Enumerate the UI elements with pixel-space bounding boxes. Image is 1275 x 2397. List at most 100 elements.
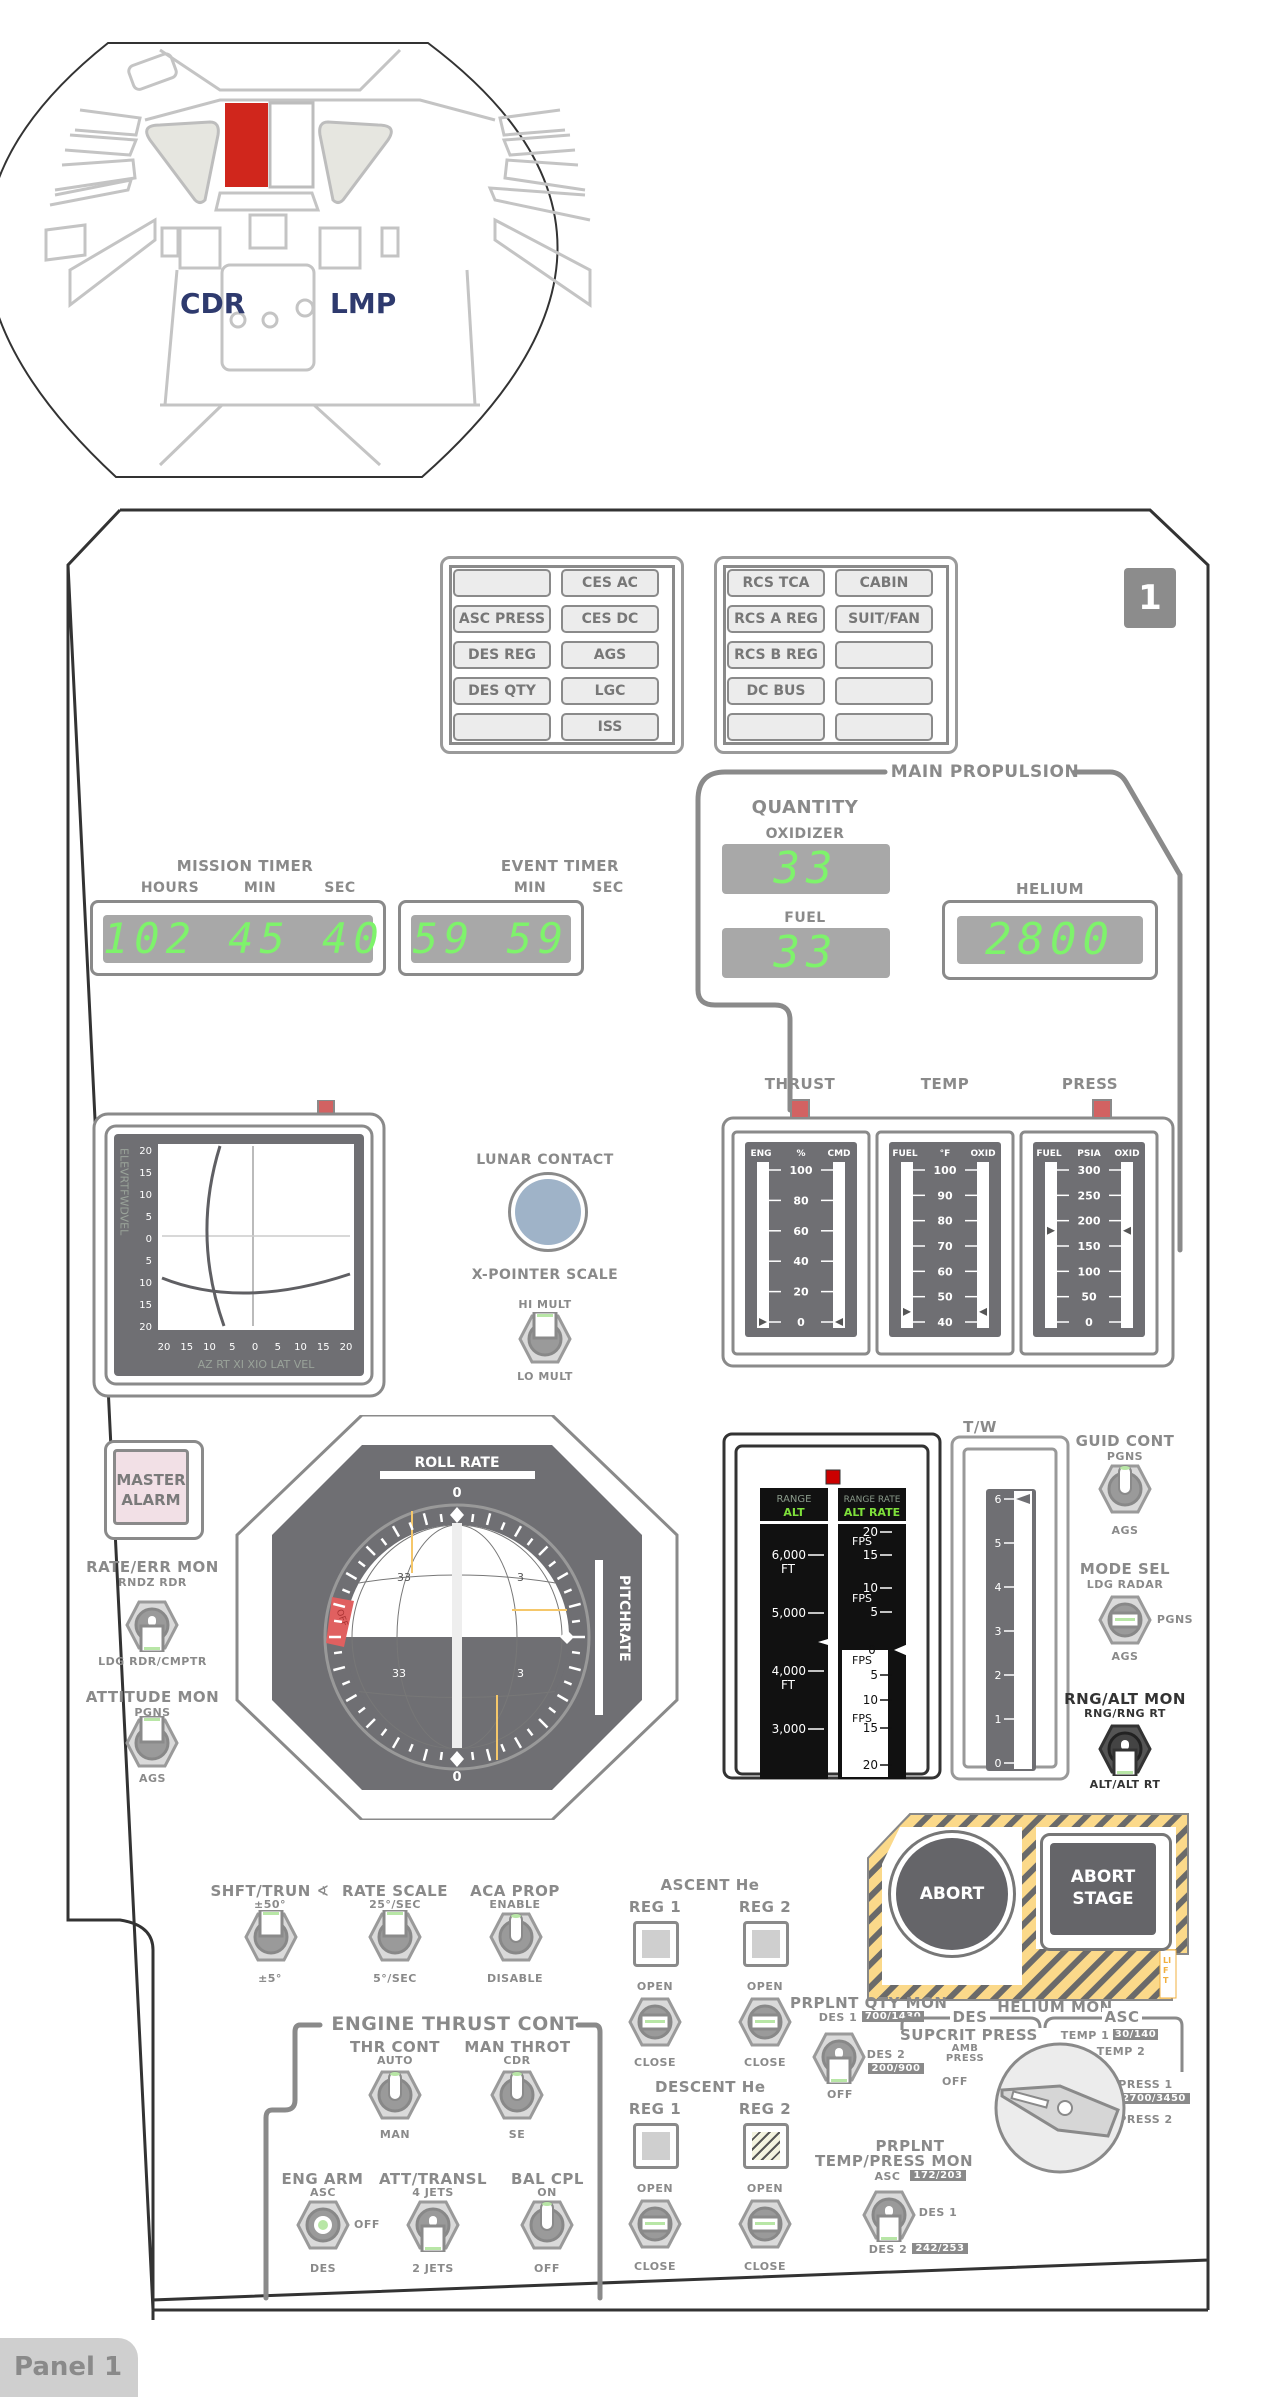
press-gauge-tick-label: 250 (1078, 1189, 1101, 1202)
alt-unit: FT (781, 1562, 796, 1576)
prplnt-temp-press-asc-value: 172/203 (910, 2170, 966, 2181)
helium-mon-amb: AMB PRESS (945, 2043, 985, 2064)
rng-alt-mon-toggle[interactable] (1098, 1722, 1152, 1778)
thr-cont-label: THR CONT (349, 2038, 441, 2056)
x-pointer-y-tick: 10 (139, 1190, 152, 1201)
temp-gauge-tick-label: 60 (937, 1265, 953, 1278)
bal-cpl-bottom: OFF (534, 2262, 560, 2275)
fdai-roll-tick (485, 1748, 492, 1761)
mission-timer-title: MISSION TIMER (176, 857, 314, 875)
x-pointer-x-tick: 0 (252, 1342, 258, 1353)
thrust-gauge-tick-label: 80 (793, 1194, 809, 1207)
press-gauge-oxid-value-pointer (1123, 1226, 1131, 1235)
ascent-he-reg1-switch[interactable] (628, 1995, 682, 2049)
x-pointer-x-tick: 15 (180, 1342, 193, 1353)
shft-trun-toggle[interactable] (244, 1908, 298, 1964)
prplnt-temp-press-des1: DES 1 (918, 2206, 958, 2219)
tw-tick-label: 4 (995, 1581, 1002, 1594)
quantity-label: QUANTITY (751, 797, 859, 818)
master-alarm-line2: ALARM (121, 1491, 181, 1509)
yaw-rate-label: YAW RATE (417, 1803, 497, 1819)
thrust-warning-light (790, 1099, 810, 1119)
alt-tick-label: 5,000 (772, 1606, 806, 1620)
abort-button[interactable]: ABORT (888, 1830, 1016, 1958)
abort-label: ABORT (896, 1838, 1008, 1950)
shft-trun-top: ±50° (253, 1898, 287, 1911)
rate-err-mon-toggle[interactable] (125, 1598, 179, 1654)
panel-tab[interactable]: Panel 1 (0, 2338, 138, 2397)
prplnt-temp-press-toggle[interactable] (862, 2188, 916, 2244)
press-gauge-tick-label: 0 (1085, 1316, 1093, 1329)
cw-lamp-dc-bus: DC BUS (727, 677, 825, 705)
press-gauge-left-label: FUEL (1036, 1149, 1062, 1159)
att-transl-toggle[interactable] (406, 2198, 460, 2254)
guid-cont-label: GUID CONT (1075, 1432, 1175, 1450)
bal-cpl-toggle[interactable] (520, 2198, 574, 2252)
prplnt-qty-mon-toggle[interactable] (812, 2030, 866, 2086)
aca-prop-top: ENABLE (489, 1898, 541, 1911)
range-altitude-tape: RANGE ALT RANGE RATE ALT RATE 6,000FT5,0… (722, 1432, 942, 1780)
master-alarm-button[interactable]: MASTER ALARM (104, 1440, 204, 1540)
rate-scale-label: RATE SCALE (342, 1882, 448, 1900)
rate-scale-toggle[interactable] (368, 1908, 422, 1964)
ascent-he-reg1-label: REG 1 (628, 1898, 682, 1916)
alt-rate-tick-label: 5 (870, 1668, 878, 1682)
master-alarm-line1: MASTER (116, 1471, 186, 1489)
helium-mon-temp1: TEMP 1 (1060, 2029, 1110, 2042)
eng-arm-selector[interactable] (296, 2198, 350, 2252)
range-label: RANGE (777, 1494, 812, 1505)
fdai-roll-tick (526, 1537, 534, 1546)
guid-cont-toggle[interactable] (1098, 1462, 1152, 1516)
event-timer-sec-label: SEC (592, 880, 624, 896)
oxidizer-label: OXIDIZER (765, 826, 845, 842)
roll-rate-zero: 0 (452, 1486, 461, 1501)
x-pointer-y-tick: 5 (146, 1256, 152, 1267)
tw-pointer (1016, 1494, 1030, 1504)
helium-mon-label: HELIUM MON (997, 1998, 1113, 2016)
ascent-he-reg2-switch[interactable] (738, 1995, 792, 2049)
fdai-roll-tick (345, 1571, 358, 1581)
event-timer-min: 59 (412, 914, 476, 963)
descent-he-reg2-switch[interactable] (738, 2197, 792, 2251)
cw-lamp-des-reg: DES REG (453, 641, 551, 669)
fdai-roll-tick (345, 1693, 358, 1703)
helium-mon-off: OFF (942, 2075, 968, 2088)
abort-stage-line1: ABORT (1070, 1867, 1136, 1887)
lunar-contact-light (508, 1172, 588, 1252)
helium-mon-bracket (900, 2016, 1184, 2072)
attitude-mon-toggle[interactable] (125, 1714, 179, 1770)
prplnt-temp-press-asc: ASC (874, 2170, 901, 2183)
fdai-roll-tick (500, 1743, 506, 1753)
thrust-gauge-tick-label: 20 (793, 1286, 809, 1299)
sphere-label: 33 (397, 1571, 411, 1584)
cw-lamp-suit-fan: SUIT/FAN (835, 605, 933, 633)
descent-he-reg1-switch[interactable] (628, 2197, 682, 2251)
fdai-roll-tick (357, 1560, 366, 1568)
helium-mon-rotary-selector[interactable] (990, 2038, 1130, 2178)
fps-label: FPS (852, 1592, 872, 1605)
descent-he-reg2-label: REG 2 (738, 2100, 792, 2118)
man-throt-toggle[interactable] (490, 2068, 544, 2122)
fdai-roll-tick (391, 1525, 401, 1538)
press-gauge-tick-label: 100 (1078, 1265, 1101, 1278)
abort-stage-button[interactable]: ABORT STAGE (1040, 1833, 1172, 1951)
fdai-roll-tick (439, 1513, 444, 1523)
x-pointer-scale-toggle[interactable] (518, 1310, 572, 1366)
cw-lamp-blank (727, 713, 825, 741)
attitude-mon-bottom: AGS (139, 1772, 166, 1785)
mode-sel-toggle[interactable] (1098, 1593, 1152, 1647)
fdai-roll-tick (470, 1751, 475, 1761)
thrust-gauge-tick-label: 60 (793, 1225, 809, 1238)
ascent-he-reg1-close: CLOSE (634, 2056, 676, 2069)
aca-prop-toggle[interactable] (489, 1910, 543, 1964)
descent-he-reg2-open: OPEN (746, 2182, 784, 2195)
x-pointer-y-tick: 0 (146, 1234, 152, 1245)
prplnt-qty-mon-label: PRPLNT QTY MON (790, 1994, 948, 2012)
thr-cont-toggle[interactable] (368, 2068, 422, 2122)
prplnt-temp-press-des2: DES 2 (868, 2243, 908, 2256)
abort-stage-line2: STAGE (1072, 1889, 1134, 1909)
alt-label: ALT (783, 1506, 805, 1519)
yaw-rate-zero: 0 (452, 1770, 461, 1785)
press-gauge-tick-label: 300 (1078, 1164, 1101, 1177)
